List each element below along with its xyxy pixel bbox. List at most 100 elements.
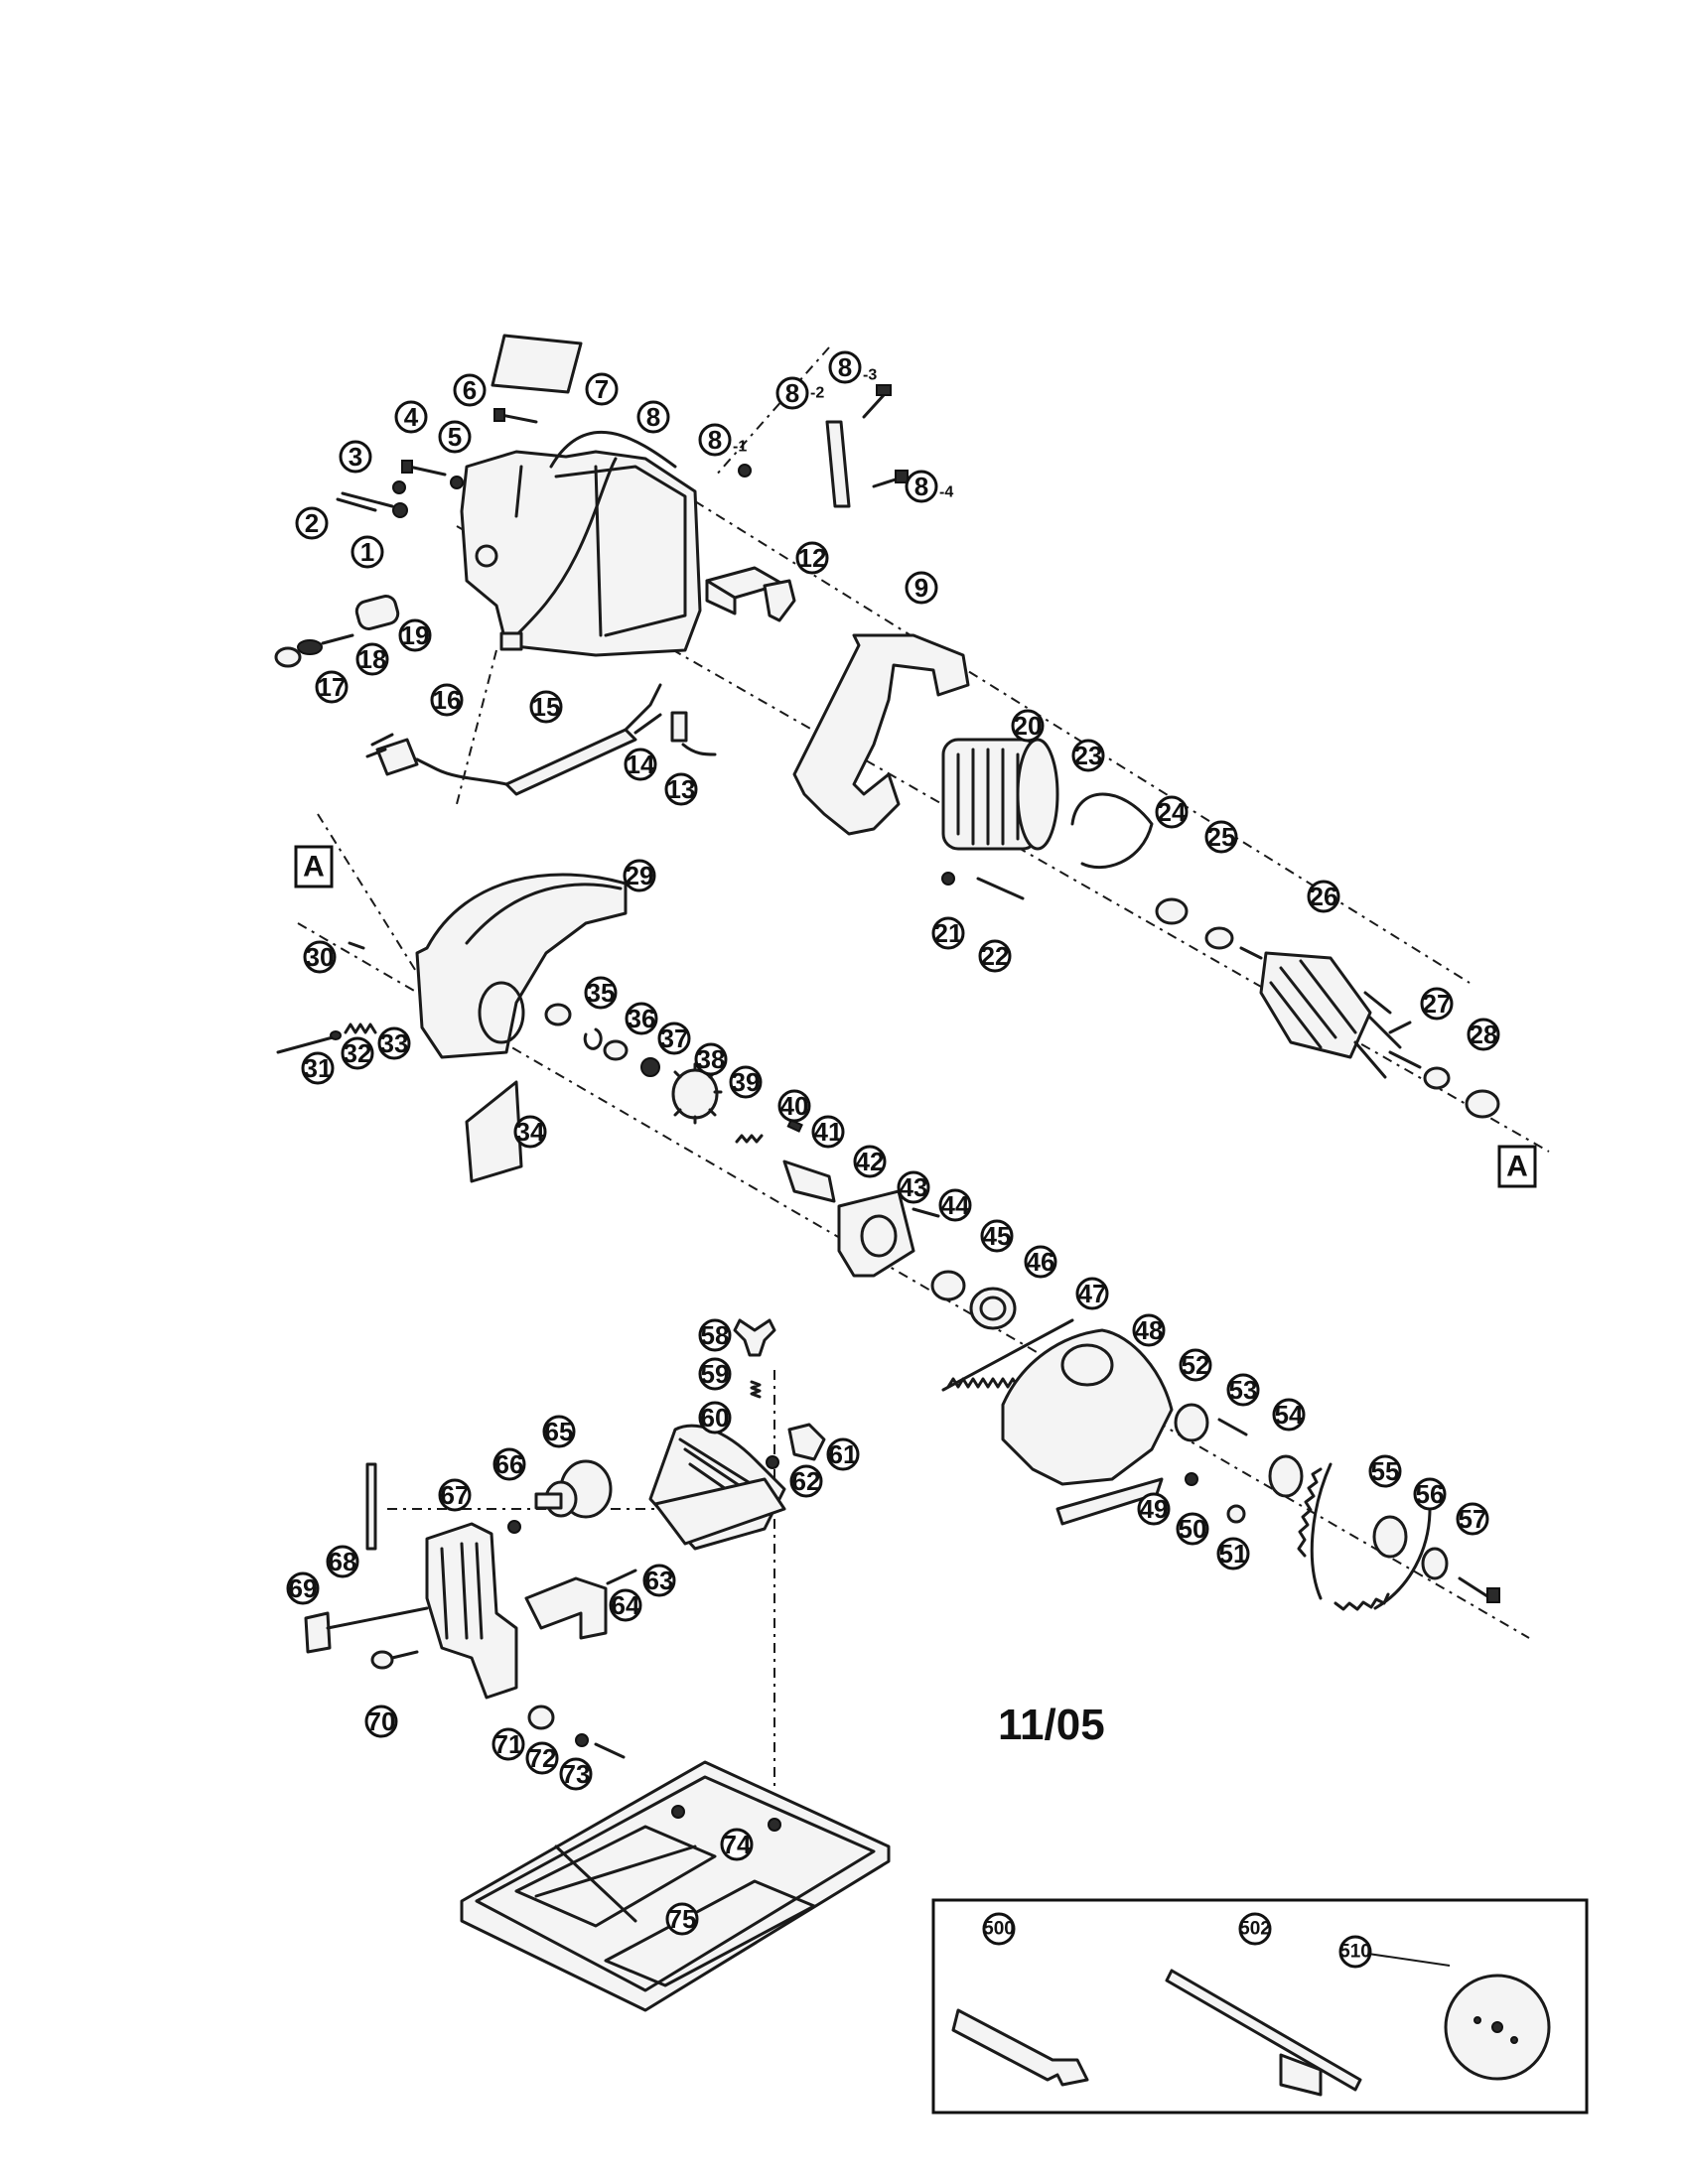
svg-text:55: 55	[1371, 1456, 1400, 1486]
svg-text:56: 56	[1416, 1479, 1445, 1509]
housing-screws	[336, 408, 538, 518]
svg-text:24: 24	[1158, 797, 1187, 827]
callout-63: 63	[642, 1564, 676, 1597]
trigger-switch	[705, 566, 796, 622]
date-code: 11/05	[998, 1701, 1105, 1749]
ring-46	[969, 1287, 1017, 1330]
motor-housing-group	[274, 334, 1500, 1119]
callout-47: 47	[1075, 1277, 1109, 1310]
screw-63	[606, 1569, 637, 1585]
callout-14: 14	[624, 748, 657, 781]
callout-55: 55	[1368, 1454, 1402, 1488]
spring-59	[750, 1380, 762, 1399]
plate-68	[365, 1462, 377, 1551]
svg-text:70: 70	[367, 1706, 396, 1736]
svg-text:18: 18	[358, 644, 387, 674]
base-plate	[460, 1760, 891, 2012]
svg-text:8: 8	[785, 378, 799, 408]
svg-text:34: 34	[516, 1117, 545, 1147]
callout-51: 51	[1216, 1537, 1250, 1570]
callout-8-1: 8-1	[698, 423, 747, 457]
svg-text:39: 39	[732, 1067, 761, 1097]
callout-6: 6	[453, 373, 487, 407]
bearing-box-43	[837, 1189, 915, 1278]
svg-text:27: 27	[1423, 989, 1452, 1019]
svg-text:21: 21	[934, 918, 963, 948]
svg-text:63: 63	[645, 1566, 674, 1595]
svg-text:13: 13	[667, 774, 696, 804]
callout-17: 17	[315, 670, 349, 704]
power-cord	[365, 683, 717, 796]
svg-text:45: 45	[983, 1221, 1012, 1251]
leader-lines	[1367, 1953, 1451, 1967]
svg-text:67: 67	[441, 1480, 470, 1510]
svg-text:33: 33	[380, 1028, 409, 1058]
svg-text:62: 62	[792, 1466, 821, 1496]
screw-73	[594, 1742, 626, 1759]
callout-4: 4	[394, 400, 428, 434]
spindle-42	[782, 1160, 836, 1203]
callout-73: 73	[559, 1757, 593, 1791]
spring-33	[344, 1023, 377, 1034]
screw-51	[1226, 1504, 1246, 1524]
svg-text:8: 8	[914, 472, 928, 501]
svg-text:5: 5	[448, 422, 462, 452]
svg-text:73: 73	[562, 1759, 591, 1789]
svg-text:22: 22	[981, 941, 1010, 971]
bolt-57	[1458, 1576, 1489, 1598]
svg-text:66: 66	[495, 1449, 524, 1479]
washer-72	[575, 1733, 589, 1747]
spring-40	[735, 1134, 764, 1144]
callout-59: 59	[698, 1357, 732, 1391]
svg-text:68: 68	[329, 1547, 357, 1576]
callout-67: 67	[438, 1478, 472, 1512]
svg-text:36: 36	[628, 1004, 656, 1033]
callout-510: 510	[1338, 1935, 1372, 1969]
svg-text:510: 510	[1339, 1942, 1371, 1963]
svg-text:51: 51	[1219, 1539, 1248, 1569]
svg-text:46: 46	[1027, 1247, 1055, 1277]
clip-64	[524, 1576, 608, 1640]
callout-31: 31	[301, 1051, 335, 1085]
callout-72: 72	[525, 1741, 559, 1775]
callout-49: 49	[1137, 1492, 1171, 1526]
svg-text:30: 30	[306, 942, 335, 972]
svg-text:58: 58	[701, 1320, 730, 1350]
callout-40: 40	[777, 1089, 811, 1123]
svg-text:42: 42	[856, 1147, 885, 1176]
spring-47	[941, 1318, 1074, 1392]
callout-35: 35	[584, 976, 618, 1010]
callout-29: 29	[623, 859, 656, 892]
screw-53	[1217, 1418, 1248, 1436]
callout-39: 39	[729, 1065, 763, 1099]
svg-text:61: 61	[829, 1439, 858, 1469]
svg-text:48: 48	[1135, 1315, 1164, 1345]
callout-9: 9	[905, 571, 938, 605]
callout-8-3: 8-3	[828, 350, 877, 384]
callout-3: 3	[339, 440, 372, 474]
svg-text:60: 60	[701, 1403, 730, 1433]
fan-baffle	[1070, 792, 1154, 870]
callout-21: 21	[931, 916, 965, 950]
base-group	[304, 1318, 891, 2012]
svg-text:37: 37	[660, 1024, 689, 1053]
svg-text:69: 69	[289, 1573, 318, 1603]
reference-mark-a-upper: A	[294, 845, 334, 888]
callout-74: 74	[720, 1828, 754, 1861]
svg-text:32: 32	[344, 1038, 372, 1068]
svg-text:17: 17	[318, 672, 347, 702]
callout-65: 65	[542, 1415, 576, 1448]
svg-text:8: 8	[838, 352, 852, 382]
armature	[1239, 946, 1422, 1079]
washer-27	[1423, 1066, 1451, 1090]
svg-text:4: 4	[404, 402, 419, 432]
callout-27: 27	[1420, 987, 1454, 1021]
svg-text:26: 26	[1310, 882, 1338, 911]
depth-bracket-67	[425, 1522, 518, 1700]
washer-21	[941, 872, 955, 886]
callout-54: 54	[1272, 1398, 1306, 1432]
callout-70: 70	[364, 1705, 398, 1738]
callout-8: 8	[636, 400, 670, 434]
svg-text:53: 53	[1229, 1375, 1258, 1405]
washer-52	[1174, 1403, 1209, 1442]
